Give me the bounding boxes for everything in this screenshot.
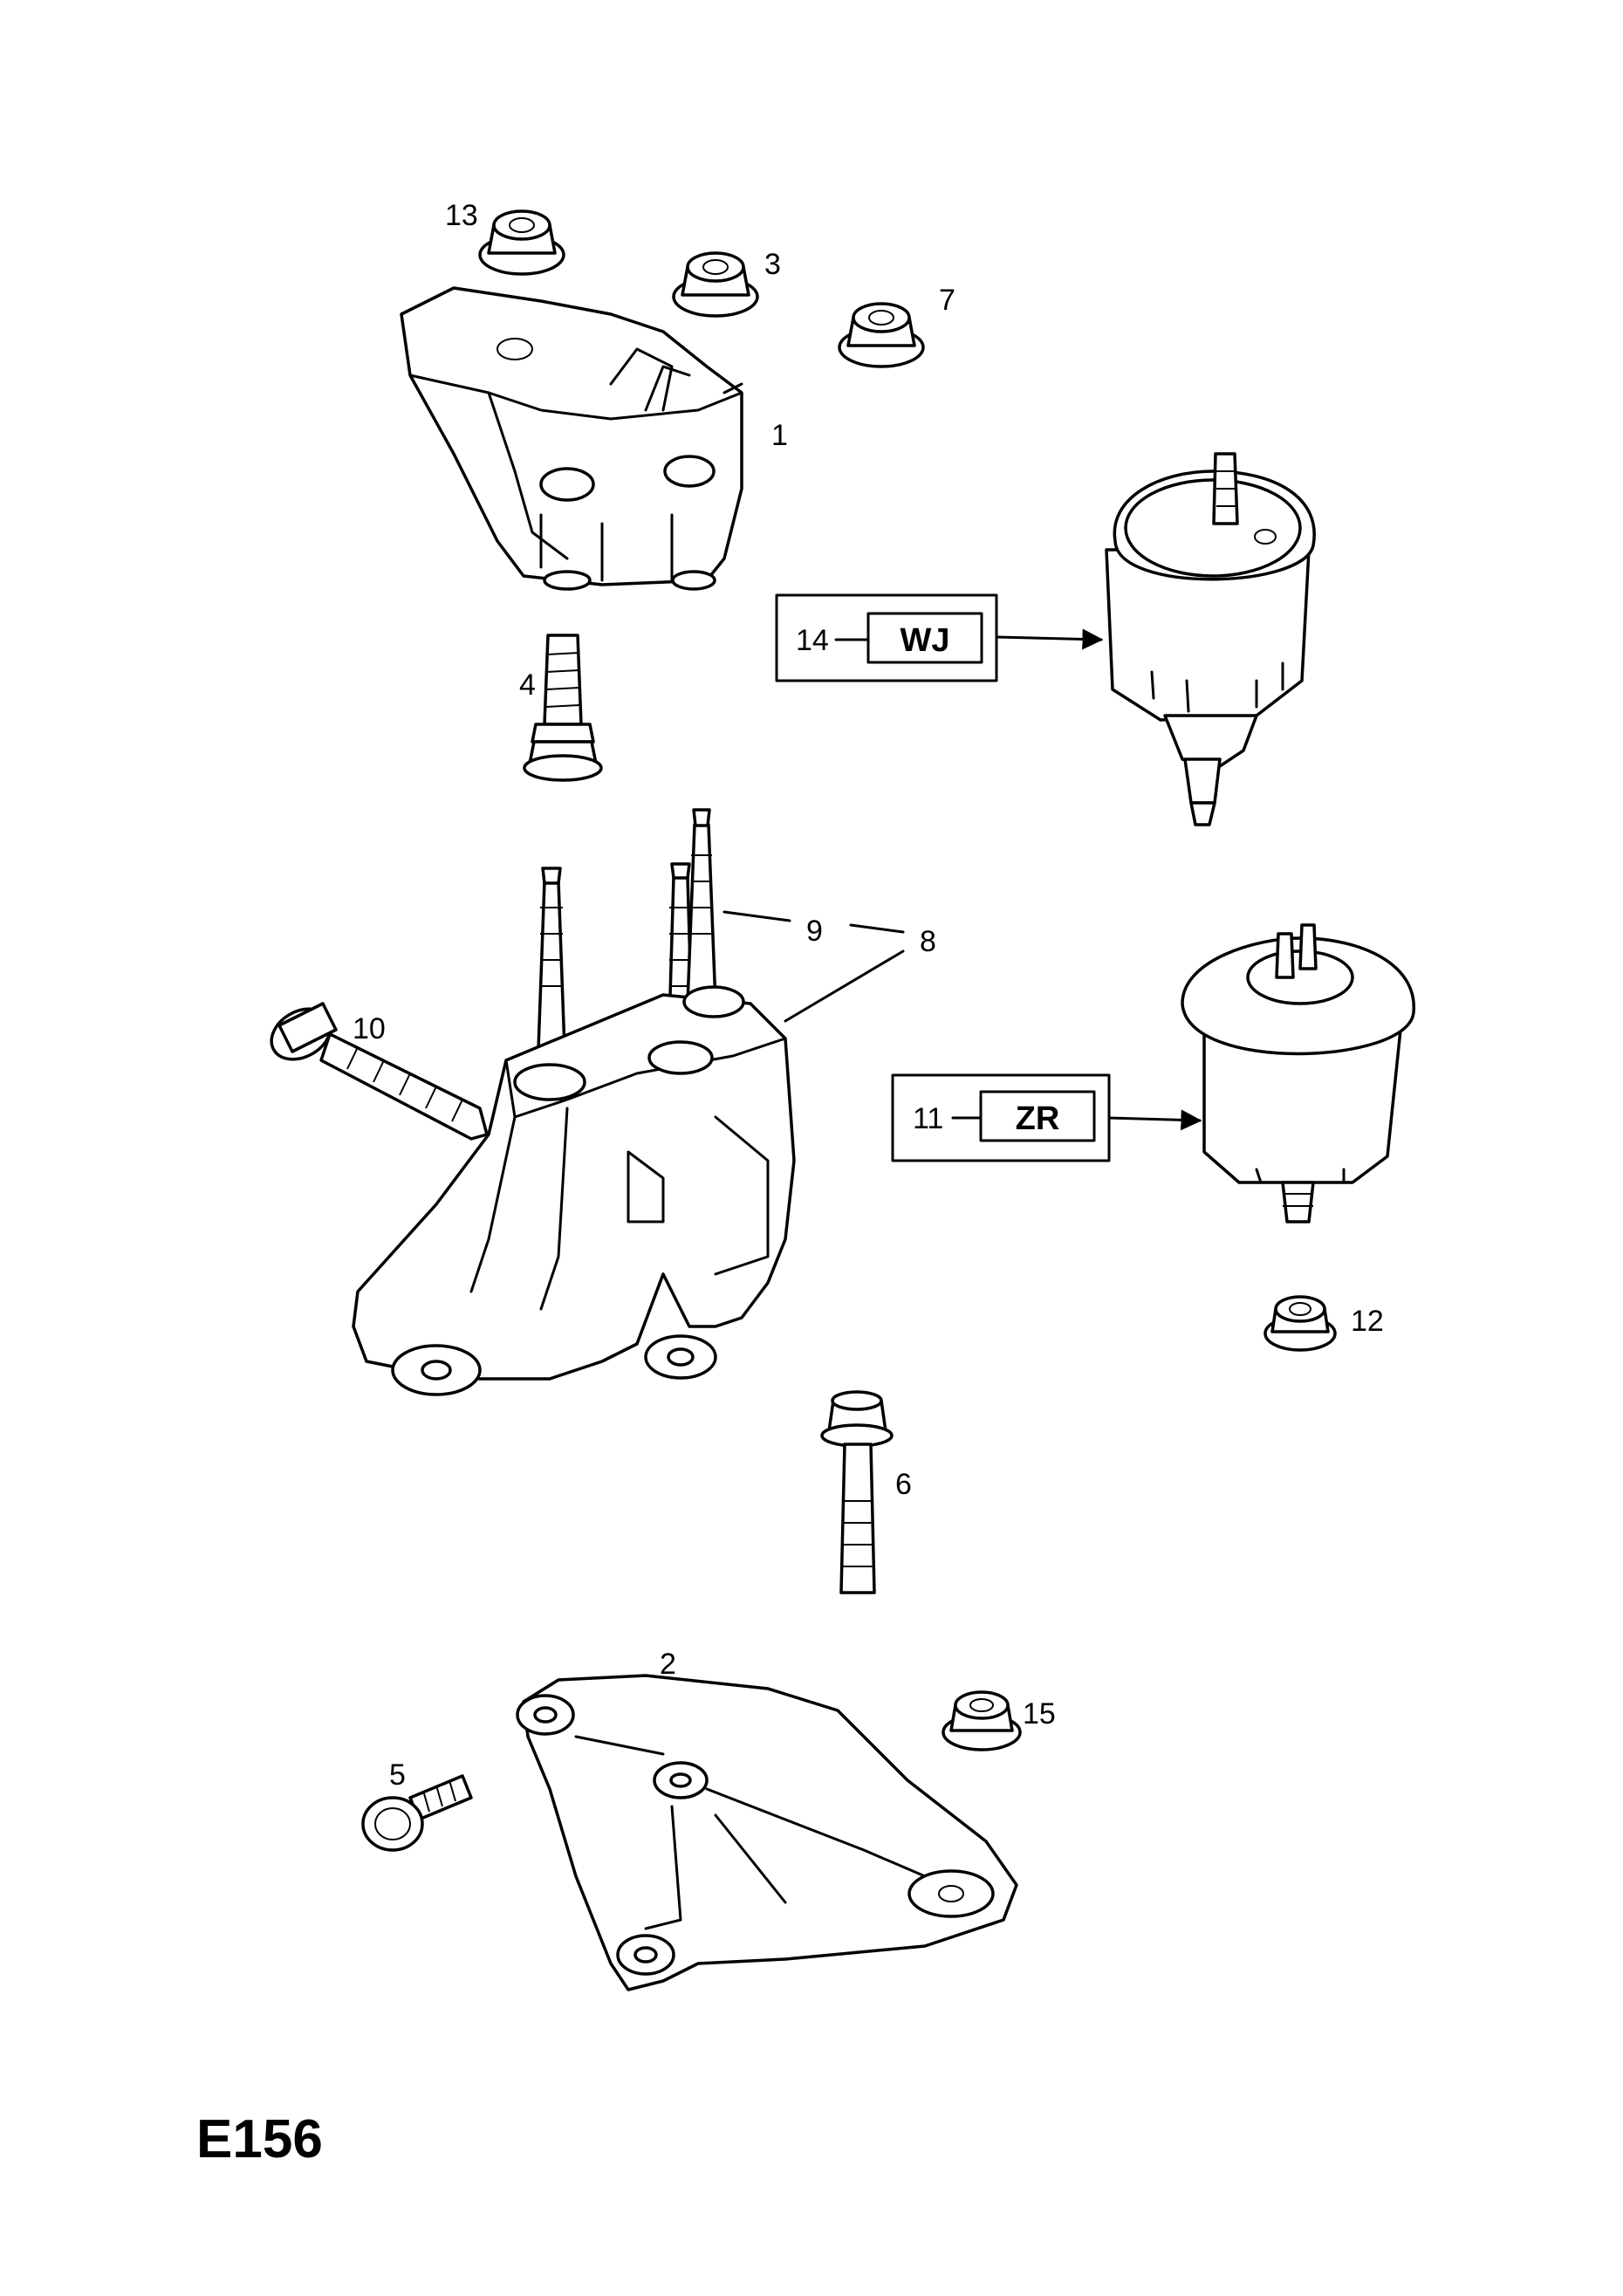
lower-mount-bracket-8-drawing [352, 985, 796, 1396]
callout-12: 12 [1351, 1305, 1384, 1338]
callout-6: 6 [895, 1468, 912, 1501]
nut-3-drawing [672, 251, 759, 318]
engine-mount-zr-drawing [1181, 923, 1415, 1223]
bolt-10-drawing [270, 1002, 489, 1141]
callout-1: 1 [771, 419, 788, 452]
callout-3: 3 [764, 248, 781, 281]
callout-2: 2 [660, 1648, 676, 1681]
callout-5: 5 [389, 1758, 406, 1792]
hydro-mount-wj-drawing [1105, 452, 1316, 826]
callout-15: 15 [1023, 1697, 1056, 1731]
variant-box-wj: 14 WJ [775, 593, 1104, 682]
bottom-mount-bracket-2-drawing [516, 1674, 1018, 1991]
nut-7-drawing [838, 302, 925, 368]
nut-12-drawing [1263, 1295, 1337, 1352]
nut-15-drawing [942, 1690, 1022, 1751]
callout-8: 8 [920, 925, 936, 958]
upper-mount-bracket-1-drawing [400, 286, 743, 591]
nut-13-drawing [478, 209, 565, 276]
callout-7: 7 [939, 284, 955, 317]
diagram-code: E156 [196, 2109, 323, 2169]
callout-4: 4 [519, 668, 536, 702]
callout-10: 10 [353, 1012, 386, 1045]
leader-lines [722, 910, 905, 1023]
bolt-5-drawing [361, 1774, 473, 1852]
variant-wj-ref: 14 [796, 624, 829, 657]
variant-wj-code: WJ [901, 622, 950, 659]
bolt-6-drawing [820, 1390, 894, 1594]
bolt-4-drawing [523, 634, 603, 782]
callout-13: 13 [445, 199, 478, 232]
callout-labels: 13 3 7 1 4 9 8 10 12 6 2 15 5 [353, 199, 1384, 1792]
variant-zr-code: ZR [1016, 1100, 1060, 1137]
studs-9-drawing [536, 808, 717, 1075]
variant-box-zr: 11 ZR [891, 1073, 1202, 1162]
variant-zr-ref: 11 [913, 1102, 943, 1135]
callout-9: 9 [806, 915, 823, 948]
